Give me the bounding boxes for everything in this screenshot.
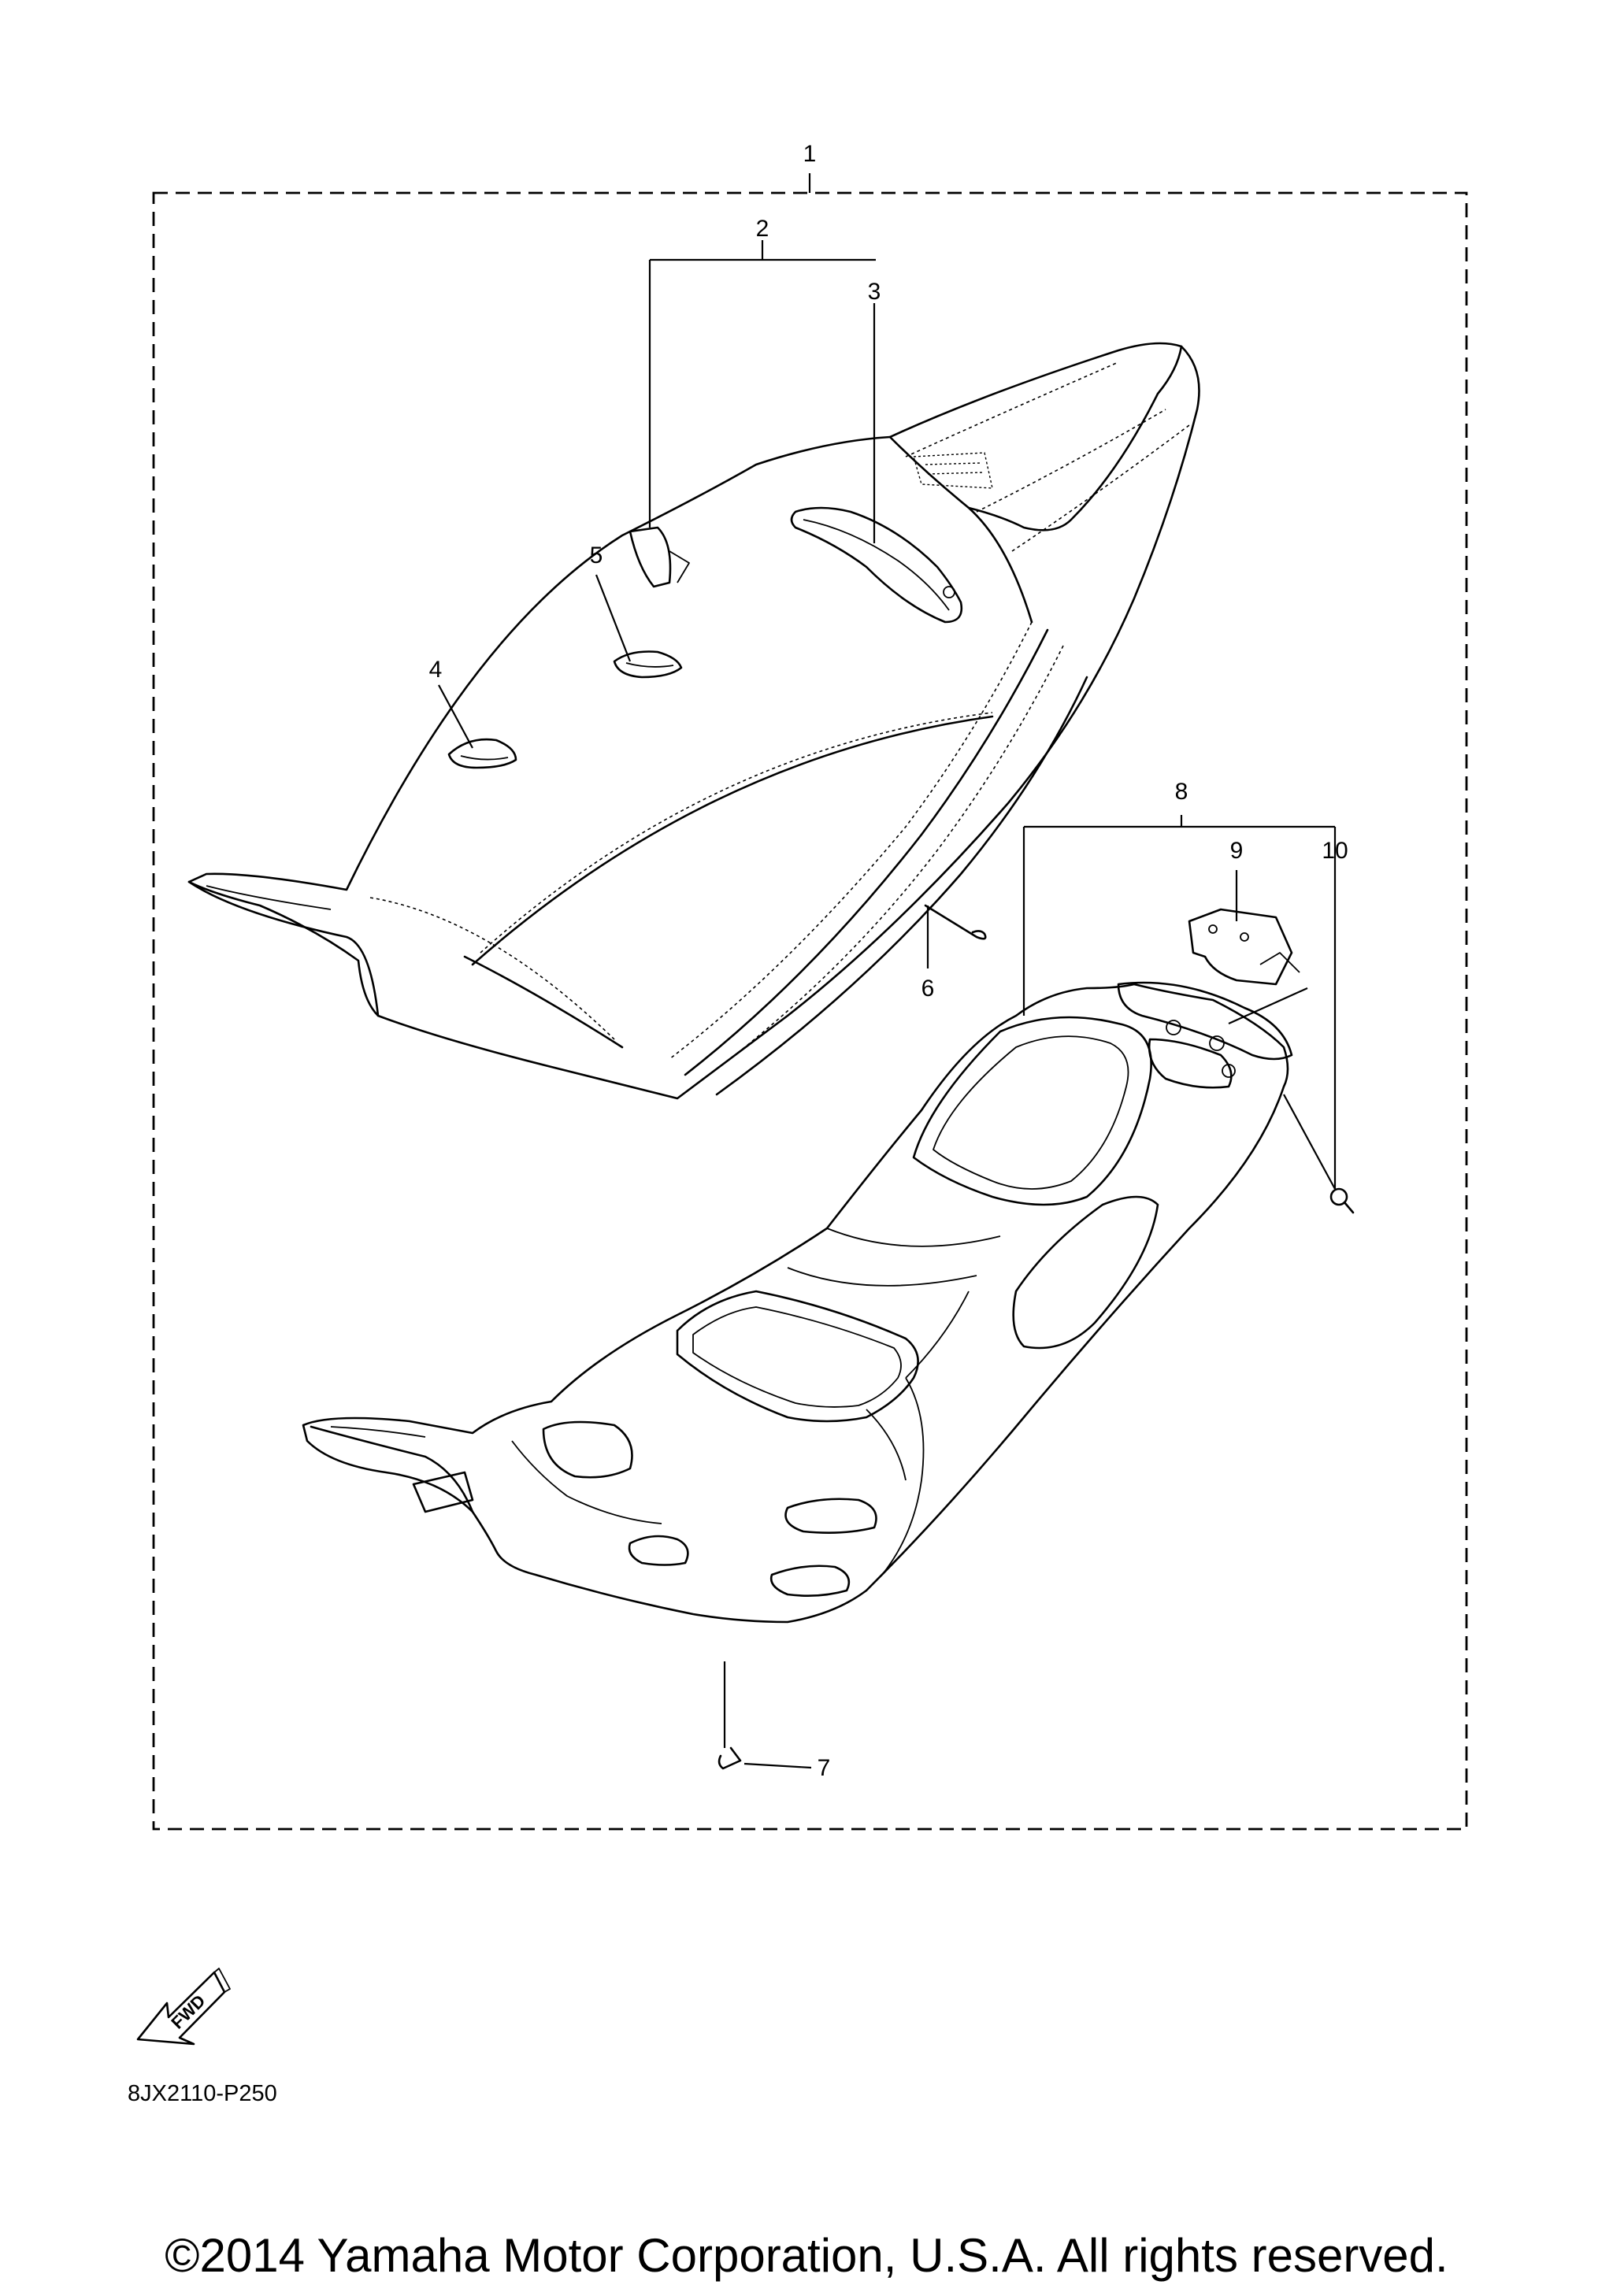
callout-9: 9: [1230, 838, 1244, 864]
seat-assembly-drawing: [187, 342, 1200, 1100]
seat-base-drawing: [302, 981, 1293, 1624]
callout-10: 10: [1322, 838, 1348, 864]
clip-7-drawing: [718, 1746, 742, 1770]
callout-7: 7: [818, 1755, 831, 1781]
callout-3: 3: [868, 279, 881, 305]
assembly-frame: [152, 191, 1468, 1831]
fwd-arrow-icon: FWD: [136, 1968, 231, 2046]
screw-10-drawing: [1329, 1187, 1355, 1214]
clip-6-drawing: [924, 904, 987, 940]
copyright-notice: ©2014 Yamaha Motor Corporation, U.S.A. A…: [165, 2229, 1448, 2282]
fwd-label: FWD: [167, 1990, 209, 2032]
callout-4: 4: [429, 657, 443, 683]
callout-8: 8: [1175, 779, 1188, 805]
callout-5: 5: [590, 543, 603, 568]
callout-6: 6: [921, 976, 935, 1002]
bracket-9-drawing: [1188, 908, 1300, 986]
leader-lines: [438, 173, 1337, 1769]
drawing-code: 8JX2110-P250: [128, 2081, 277, 2106]
callout-2: 2: [756, 216, 769, 242]
callout-1: 1: [803, 141, 817, 167]
